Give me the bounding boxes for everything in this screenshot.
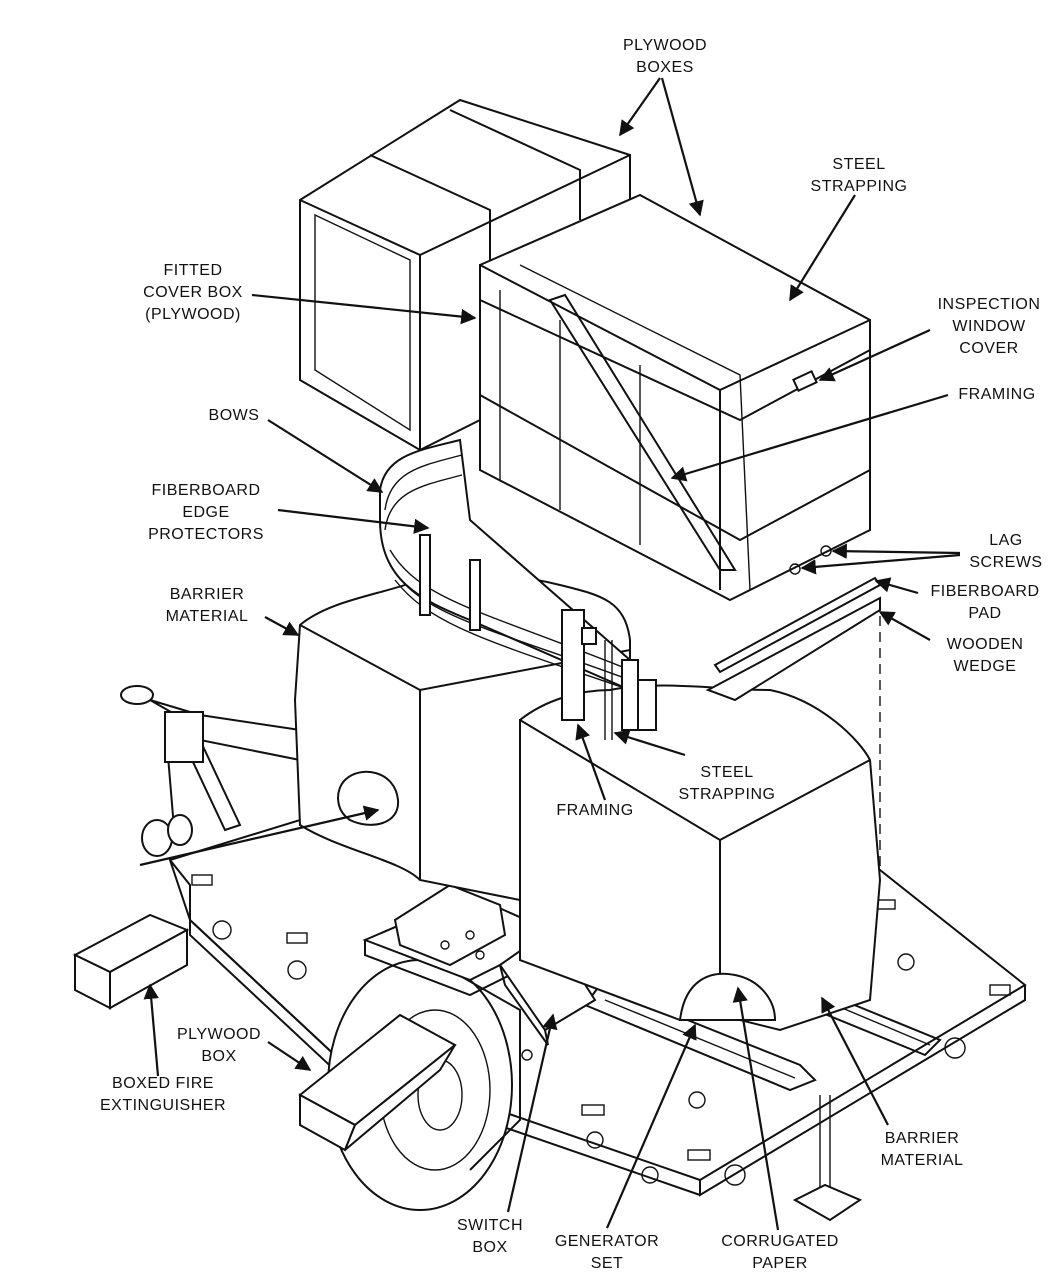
label-inspection-window-cover: INSPECTION WINDOW COVER xyxy=(926,294,1052,360)
bows-edge-protectors xyxy=(379,438,657,740)
label-line: BOXED FIRE xyxy=(112,1075,214,1092)
wedge-pad xyxy=(705,576,882,1222)
label-plywood-box: PLYWOOD BOX xyxy=(166,1024,272,1068)
label-barrier-material-left: BARRIER MATERIAL xyxy=(148,584,266,628)
label-framing-top: FRAMING xyxy=(948,384,1046,406)
plywood-box-back xyxy=(299,98,631,452)
label-line: CORRUGATED xyxy=(721,1233,839,1250)
label-line: PLYWOOD xyxy=(622,37,708,54)
label-wooden-wedge: WOODEN WEDGE xyxy=(930,634,1040,678)
label-line: SCREWS xyxy=(969,554,1043,571)
label-line: PROTECTORS xyxy=(148,526,264,543)
label-fiberboard-edge-protectors: FIBERBOARD EDGE PROTECTORS xyxy=(138,480,274,546)
label-boxed-fire-extinguisher: BOXED FIRE EXTINGUISHER xyxy=(88,1073,238,1117)
fitted-cover-box xyxy=(479,193,871,602)
label-bows: BOWS xyxy=(200,405,268,427)
barrier-bag-right xyxy=(519,684,882,1032)
label-line: FITTED xyxy=(163,262,223,279)
label-line: BOXES xyxy=(636,59,694,76)
label-line: FRAMING xyxy=(958,386,1036,403)
leader-lines xyxy=(139,77,961,1231)
label-line: PAD xyxy=(968,605,1002,622)
label-line: PAPER xyxy=(752,1255,808,1272)
label-line: COVER BOX xyxy=(143,284,243,301)
label-line: BARRIER xyxy=(884,1130,960,1147)
label-plywood-boxes: PLYWOOD BOXES xyxy=(612,35,718,79)
label-framing-mid: FRAMING xyxy=(540,800,650,822)
label-line: WOODEN xyxy=(946,636,1024,653)
label-line: MATERIAL xyxy=(880,1152,964,1169)
plywood-box-part xyxy=(298,1013,457,1152)
label-steel-strapping-mid: STEEL STRAPPING xyxy=(662,762,792,806)
trailer-drawbar xyxy=(120,685,301,857)
label-line: STEEL xyxy=(832,156,886,173)
label-line: STRAPPING xyxy=(810,178,908,195)
label-generator-set: GENERATOR SET xyxy=(540,1231,674,1275)
label-line: BOX xyxy=(201,1048,237,1065)
label-line: FIBERBOARD xyxy=(930,583,1040,600)
label-line: WINDOW xyxy=(952,318,1026,335)
label-line: SWITCH xyxy=(456,1217,524,1234)
label-steel-strapping-top: STEEL STRAPPING xyxy=(800,154,918,198)
label-line: EXTINGUISHER xyxy=(99,1097,226,1114)
label-line: STEEL xyxy=(700,764,754,781)
label-line: WEDGE xyxy=(953,658,1017,675)
label-line: PLYWOOD xyxy=(176,1026,262,1043)
label-fiberboard-pad: FIBERBOARD PAD xyxy=(918,581,1052,625)
label-line: EDGE xyxy=(182,504,230,521)
label-line: GENERATOR xyxy=(554,1233,660,1250)
label-line: INSPECTION xyxy=(937,296,1041,313)
fire-extinguisher-box xyxy=(72,913,190,1010)
label-line: COVER xyxy=(959,340,1019,357)
label-line: FIBERBOARD xyxy=(151,482,261,499)
label-switch-box: SWITCH BOX xyxy=(440,1215,540,1259)
label-line: MATERIAL xyxy=(165,608,249,625)
label-line: BOWS xyxy=(208,407,260,424)
label-line: FRAMING xyxy=(556,802,634,819)
label-barrier-material-right: BARRIER MATERIAL xyxy=(862,1128,982,1172)
label-line: BARRIER xyxy=(169,586,245,603)
label-line: BOX xyxy=(472,1239,508,1256)
label-fitted-cover-box: FITTED COVER BOX (PLYWOOD) xyxy=(140,260,246,326)
label-line: (PLYWOOD) xyxy=(145,306,241,323)
label-line: STRAPPING xyxy=(678,786,776,803)
label-line: LAG xyxy=(989,532,1023,549)
label-corrugated-paper: CORRUGATED PAPER xyxy=(705,1231,855,1275)
label-lag-screws: LAG SCREWS xyxy=(960,530,1052,574)
label-line: SET xyxy=(590,1255,624,1272)
